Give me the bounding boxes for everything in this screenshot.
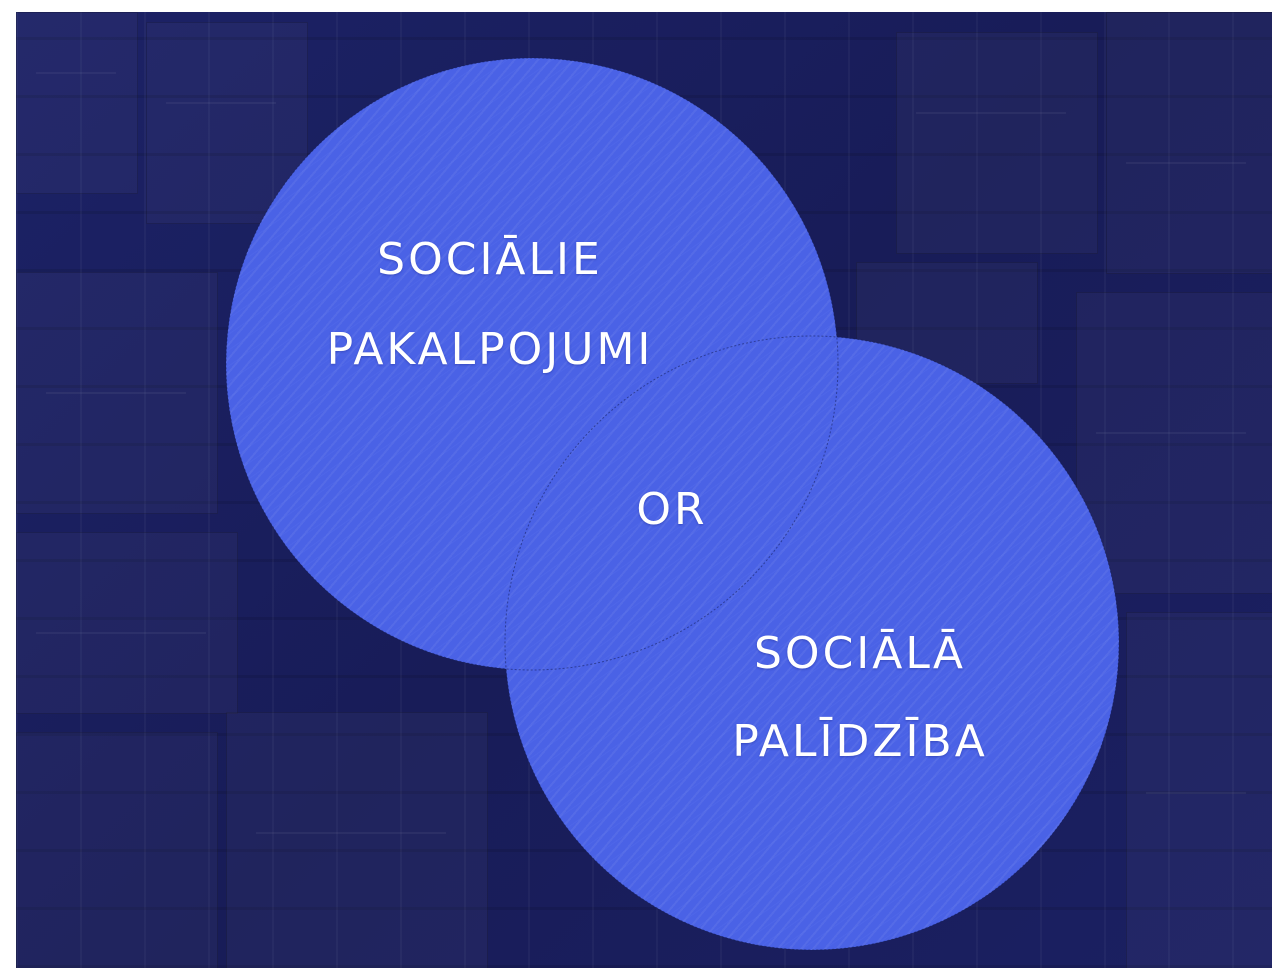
background-book: [1106, 12, 1272, 274]
background-text-line: [256, 832, 446, 834]
background-book: [1076, 292, 1272, 594]
background-text-line: [46, 392, 186, 394]
background-text-line: [36, 632, 206, 634]
left-circle-label: SOCIĀLIE PAKALPOJUMI: [270, 238, 710, 372]
right-circle-label-line1: SOCIĀLĀ: [754, 628, 966, 679]
background-text-line: [166, 102, 276, 104]
background-book: [16, 12, 138, 194]
background-book: [1126, 612, 1272, 968]
left-circle-label-line2: PAKALPOJUMI: [326, 324, 654, 375]
background-text-line: [916, 112, 1066, 114]
background-book: [896, 32, 1098, 254]
right-circle-label: SOCIĀLĀ PALĪDZĪBA: [650, 632, 1070, 764]
background-text-line: [1126, 162, 1246, 164]
right-circle-label-line2: PALĪDZĪBA: [732, 716, 988, 767]
background-text-line: [36, 72, 116, 74]
left-circle-label-line1: SOCIĀLIE: [377, 234, 603, 285]
background-text-line: [1096, 432, 1246, 434]
background-book: [16, 732, 218, 968]
background-book: [16, 532, 238, 714]
background-book: [16, 272, 218, 514]
overlap-label: OR: [636, 484, 708, 535]
background-text-line: [1146, 792, 1246, 794]
background-book: [226, 712, 488, 968]
